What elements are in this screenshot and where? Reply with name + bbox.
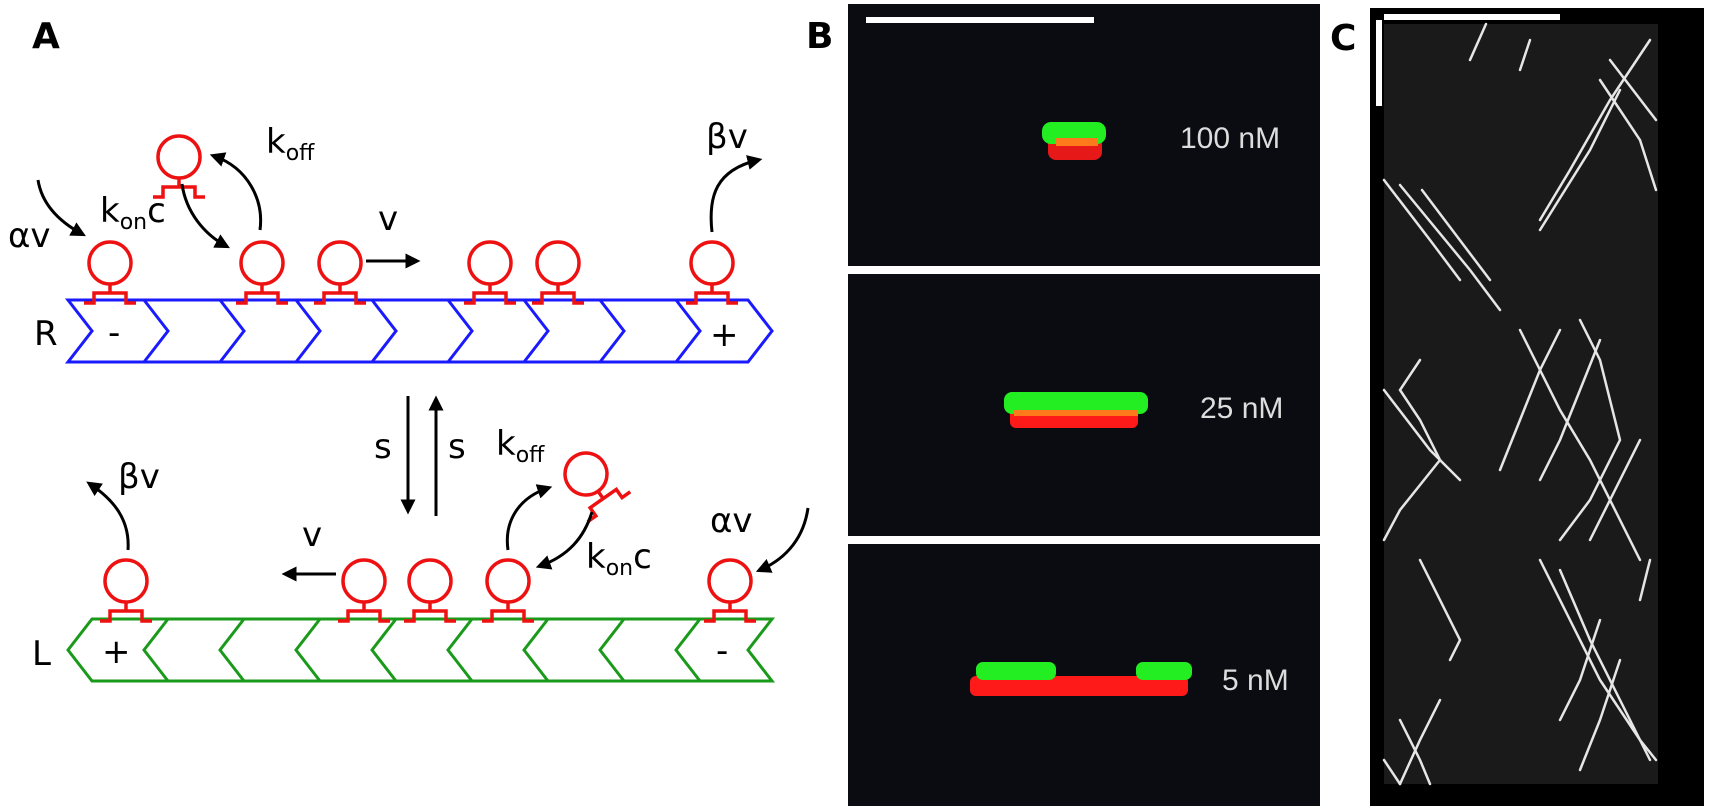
concentration-label: 100 nM [1180,122,1280,155]
attach-arrow-r [36,179,86,237]
motor-icon [336,558,392,623]
beta-v-label-l: βv [118,457,160,497]
track-l [66,617,776,683]
motor-icon [234,240,290,305]
alpha-v-label-r: αv [8,216,51,256]
kymograph-traces [1382,22,1658,786]
microscopy-image-25nm: 25 nM [848,274,1320,536]
scale-bar-horizontal [1384,14,1560,20]
panel-a-letter: A [32,16,60,57]
koff-label-r: koff [266,122,315,166]
scale-bar-vertical [1376,20,1382,106]
s-label-left: s [374,427,392,467]
kon-c-label-r: konc [100,191,166,235]
detach-arrow-l [86,481,130,551]
kon-arrow-l [535,511,594,570]
motor-icon [82,240,138,305]
track-l-minus-end: - [716,631,728,671]
panel-b-letter: B [806,16,833,57]
microscopy-image-5nm: 5 nM [848,544,1320,806]
track-l-label: L [32,634,51,674]
alpha-v-label-l: αv [710,501,753,541]
track-r [64,298,774,364]
motor-icon [480,558,536,623]
track-r-label: R [34,314,58,354]
kon-c-label-l: konc [586,537,652,581]
track-r-plus-end: + [710,315,739,355]
microscopy-image-100nm: 100 nM [848,4,1320,266]
koff-arrow-l [505,484,553,551]
panel-a: A R - + L + - [8,16,810,683]
motor-icon [530,240,586,305]
koff-label-l: koff [496,424,545,468]
motor-icon [312,240,368,305]
motor-icon [462,240,518,305]
s-label-right: s [448,427,466,467]
motor-icon [402,558,458,623]
concentration-label: 25 nM [1200,392,1283,425]
scale-bar [866,17,1094,23]
kymograph-image [1384,24,1658,784]
detach-arrow-r [709,155,763,233]
panel-b: B 100 nM 25 nM 5 nM [806,4,1320,806]
track-l-plus-end: + [102,632,131,672]
motor-icon [702,558,758,623]
panel-c: C [1330,8,1704,806]
track-r-minus-end: - [108,313,120,353]
panel-c-letter: C [1330,18,1356,59]
motor-icon [98,558,154,623]
v-label-l: v [302,515,322,555]
beta-v-label-r: βv [706,117,748,157]
concentration-label: 5 nM [1222,664,1289,697]
kon-arrow-r [180,183,230,249]
koff-arrow-r [209,152,263,231]
v-label-r: v [378,199,398,239]
detached-motor-icon [151,134,207,199]
attach-arrow-l [755,507,810,573]
motor-icon [684,240,740,305]
detached-motor-icon [563,451,632,524]
